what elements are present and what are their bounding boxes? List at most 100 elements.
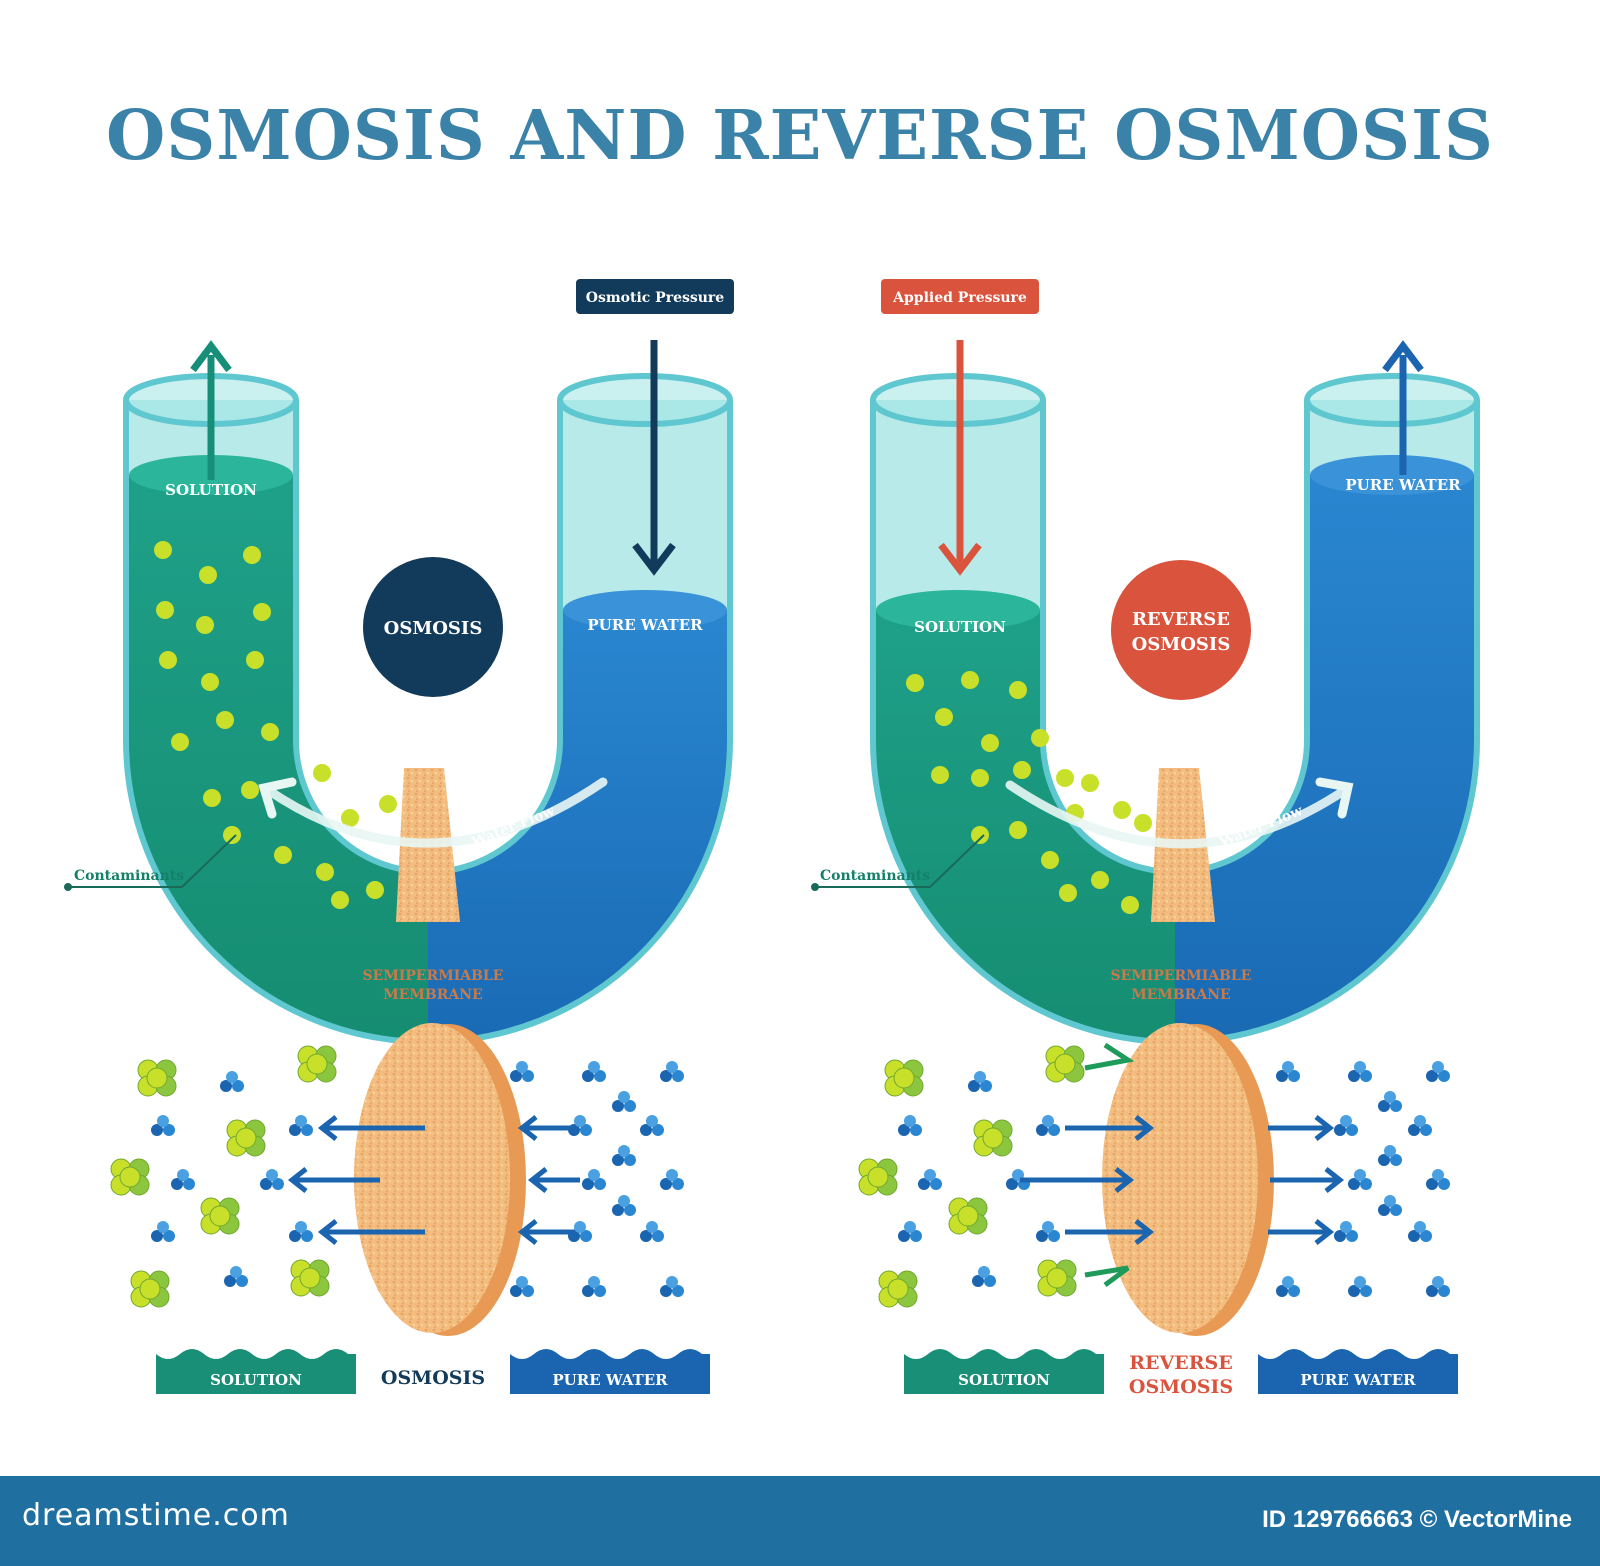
- contaminant-molecule: [137, 1059, 177, 1097]
- reverse-bottom-center-1: REVERSE: [1129, 1352, 1233, 1374]
- reverse-center-label-2: OSMOSIS: [1132, 634, 1231, 655]
- water-molecule: [1408, 1221, 1432, 1242]
- osmosis-bottom-center: OSMOSIS: [381, 1367, 485, 1389]
- osmotic-pressure-label: Osmotic Pressure: [586, 290, 725, 306]
- contaminant-dot: [241, 781, 259, 799]
- reverse-center-circle: [1111, 560, 1251, 700]
- contaminant-molecule: [130, 1270, 170, 1308]
- water-molecule: [640, 1115, 664, 1136]
- water-molecule: [1276, 1276, 1300, 1297]
- page-title: OSMOSIS AND REVERSE OSMOSIS: [105, 96, 1495, 176]
- contaminant-molecule: [884, 1059, 924, 1097]
- contaminant-dot: [931, 766, 949, 784]
- water-molecule: [612, 1195, 636, 1216]
- water-molecule: [171, 1169, 195, 1190]
- osmosis-contaminants-label: Contaminants: [74, 868, 184, 884]
- osmosis-bottom-pure-water: PURE WATER: [552, 1371, 668, 1389]
- reverse-membrane-label-2: MEMBRANE: [1131, 987, 1230, 1003]
- flow-arrow: [287, 1167, 380, 1193]
- water-molecule: [582, 1061, 606, 1082]
- water-molecule: [510, 1276, 534, 1297]
- contaminant-dot: [199, 566, 217, 584]
- contaminant-dot: [906, 674, 924, 692]
- water-molecule: [972, 1266, 996, 1287]
- water-molecule: [582, 1169, 606, 1190]
- water-molecule: [612, 1091, 636, 1112]
- water-molecule: [660, 1169, 684, 1190]
- contaminant-dot: [971, 769, 989, 787]
- reverse-bottom-solution: SOLUTION: [958, 1371, 1050, 1389]
- contaminant-dot: [1013, 761, 1031, 779]
- osmosis-contaminants: [154, 541, 397, 909]
- osmotic-pressure-badge: [576, 279, 734, 314]
- flow-arrow: [1065, 1219, 1155, 1245]
- contaminant-molecule: [1045, 1045, 1085, 1083]
- footer-id: ID 129766663 © VectorMine: [1262, 1506, 1572, 1533]
- contaminant-dot: [243, 546, 261, 564]
- water-molecule: [1378, 1091, 1402, 1112]
- osmosis-diagram: SOLUTION PURE WATER Osmotic Pressure OSM…: [64, 279, 1480, 1398]
- contaminant-dot: [253, 603, 271, 621]
- applied-pressure-label: Applied Pressure: [892, 290, 1027, 306]
- water-molecule: [640, 1221, 664, 1242]
- contaminant-dot: [1009, 821, 1027, 839]
- molecule-flow-arrows: [287, 1042, 1345, 1288]
- contaminant-molecule: [948, 1197, 988, 1235]
- rejected-contaminant-arrow: [1084, 1042, 1135, 1071]
- reverse-center-label-1: REVERSE: [1132, 609, 1230, 630]
- water-molecule: [1408, 1115, 1432, 1136]
- water-molecule: [510, 1061, 534, 1082]
- contaminant-dot: [313, 764, 331, 782]
- water-molecule: [918, 1169, 942, 1190]
- contaminant-molecule: [290, 1259, 330, 1297]
- contaminant-dot: [366, 881, 384, 899]
- flow-arrow: [1020, 1167, 1135, 1193]
- contaminant-dot: [316, 863, 334, 881]
- water-molecule: [1036, 1221, 1060, 1242]
- contaminant-molecule: [878, 1270, 918, 1308]
- contaminant-dot: [331, 891, 349, 909]
- contaminant-molecule: [226, 1119, 266, 1157]
- water-molecule: [1348, 1276, 1372, 1297]
- contaminant-dot: [171, 733, 189, 751]
- flow-arrow: [517, 1219, 575, 1245]
- water-molecule: [1276, 1061, 1300, 1082]
- reverse-solution-bar: [904, 1349, 1104, 1394]
- water-molecule: [582, 1276, 606, 1297]
- contaminant-dot: [201, 673, 219, 691]
- reverse-membrane-label-1: SEMIPERMIABLE: [1111, 968, 1252, 984]
- water-molecule: [1334, 1221, 1358, 1242]
- contaminant-molecule: [858, 1158, 898, 1196]
- reverse-pure-water-bar: [1258, 1349, 1458, 1394]
- reverse-bottom-pure-water: PURE WATER: [1300, 1371, 1416, 1389]
- water-molecule: [898, 1221, 922, 1242]
- contaminant-dot: [154, 541, 172, 559]
- contaminant-dot: [935, 708, 953, 726]
- contaminant-molecule: [1037, 1259, 1077, 1297]
- flow-arrow: [1065, 1115, 1155, 1141]
- contaminant-molecule: [110, 1158, 150, 1196]
- reverse-solution-label: SOLUTION: [914, 618, 1006, 636]
- water-molecule: [224, 1266, 248, 1287]
- contaminant-dot: [274, 846, 292, 864]
- water-molecule: [260, 1169, 284, 1190]
- contaminant-dot: [246, 651, 264, 669]
- flow-arrow: [1270, 1167, 1345, 1193]
- water-molecule: [289, 1115, 313, 1136]
- water-molecule: [1378, 1195, 1402, 1216]
- reverse-pure-water-label: PURE WATER: [1345, 476, 1461, 494]
- water-molecule: [1348, 1061, 1372, 1082]
- contaminant-dot: [981, 734, 999, 752]
- contaminant-dot: [196, 616, 214, 634]
- contaminant-dot: [261, 723, 279, 741]
- water-molecule: [1426, 1276, 1450, 1297]
- reverse-water-flow-arrow: [1005, 780, 1350, 849]
- water-molecule: [968, 1071, 992, 1092]
- water-molecule: [220, 1071, 244, 1092]
- water-molecule: [1334, 1115, 1358, 1136]
- contaminant-dot: [1134, 814, 1152, 832]
- footer-bar: dreamstime.com ID 129766663 © VectorMine: [0, 1476, 1600, 1566]
- contaminant-dot: [216, 711, 234, 729]
- osmosis-pure-water-label: PURE WATER: [587, 616, 703, 634]
- water-molecule: [151, 1221, 175, 1242]
